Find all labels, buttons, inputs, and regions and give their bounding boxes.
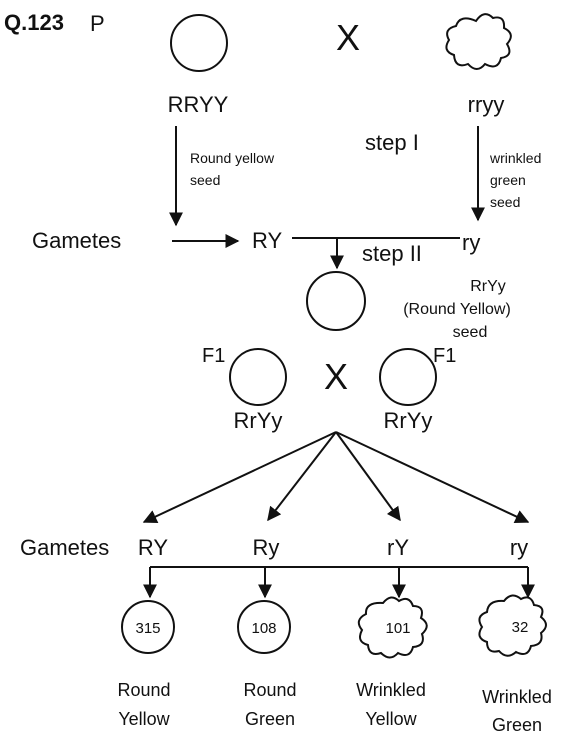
f1-result-seed: seed bbox=[453, 324, 488, 341]
parent2-phenotype-line2: green bbox=[490, 172, 526, 188]
offspring-1-round-shape bbox=[121, 600, 175, 654]
offspring-3-count: 101 bbox=[385, 620, 410, 637]
f2-gamete-2: Ry bbox=[253, 535, 280, 560]
offspring-4-wrinkled-shape bbox=[478, 594, 547, 657]
question-label: Q.123 bbox=[4, 10, 64, 35]
step2-label: step II bbox=[362, 241, 422, 266]
f2-gamete-1: RY bbox=[138, 535, 168, 560]
offspring-2-line1: Round bbox=[243, 680, 296, 700]
offspring-1-line2: Yellow bbox=[118, 709, 170, 729]
offspring-2-round-shape bbox=[237, 600, 291, 654]
offspring-3-line2: Yellow bbox=[365, 709, 417, 729]
offspring-3-line1: Wrinkled bbox=[356, 680, 426, 700]
parent1-genotype: RRYY bbox=[168, 92, 229, 117]
wrinkled-seed-parent2-shape bbox=[445, 13, 512, 70]
round-seed-parent1-shape bbox=[170, 14, 228, 72]
gamete-arrow-Ry bbox=[267, 431, 337, 522]
f1-label-right: F1 bbox=[433, 345, 456, 367]
parent1-phenotype-line2: seed bbox=[190, 172, 220, 188]
offspring-4-line1: Wrinkled bbox=[482, 687, 552, 707]
f1-gametes-label: Gametes bbox=[20, 535, 109, 560]
cross-symbol-f1: X bbox=[324, 356, 348, 397]
parent1-phenotype-line1: Round yellow bbox=[190, 150, 275, 166]
gamete-arrow-RY bbox=[142, 431, 337, 523]
f1-result-genotype: RrYy bbox=[470, 278, 506, 295]
gamete-arrow-ry bbox=[335, 431, 530, 523]
offspring-2-count: 108 bbox=[251, 620, 276, 637]
parent2-phenotype-line1: wrinkled bbox=[489, 150, 541, 166]
f1-left-genotype: RrYy bbox=[234, 408, 283, 433]
f1-right-genotype: RrYy bbox=[384, 408, 433, 433]
parent-generation-label: P bbox=[90, 11, 105, 36]
parent-gametes-label: Gametes bbox=[32, 228, 121, 253]
cross-symbol-top: X bbox=[336, 17, 360, 58]
offspring-1-line1: Round bbox=[117, 680, 170, 700]
parent2-phenotype-line3: seed bbox=[490, 194, 520, 210]
gamete-arrow-rY bbox=[335, 431, 401, 522]
f1-left-round-seed-shape bbox=[229, 348, 287, 406]
offspring-2-line2: Green bbox=[245, 709, 295, 729]
offspring-4-line2: Green bbox=[492, 715, 542, 735]
f2-gamete-3: rY bbox=[387, 535, 409, 560]
parent2-genotype: rryy bbox=[468, 92, 505, 117]
step1-label: step I bbox=[365, 130, 419, 155]
f2-gamete-4: ry bbox=[510, 535, 528, 560]
f1-result-phenotype: (Round Yellow) bbox=[403, 301, 511, 318]
parent1-gamete: RY bbox=[252, 228, 282, 253]
offspring-4-count: 32 bbox=[512, 619, 529, 636]
offspring-1-count: 315 bbox=[135, 620, 160, 637]
f1-label-left: F1 bbox=[202, 345, 225, 367]
parent2-gamete: ry bbox=[462, 230, 480, 255]
f1-right-round-seed-shape bbox=[379, 348, 437, 406]
f1-round-seed-shape bbox=[306, 271, 366, 331]
offspring-3-wrinkled-shape bbox=[357, 596, 428, 659]
